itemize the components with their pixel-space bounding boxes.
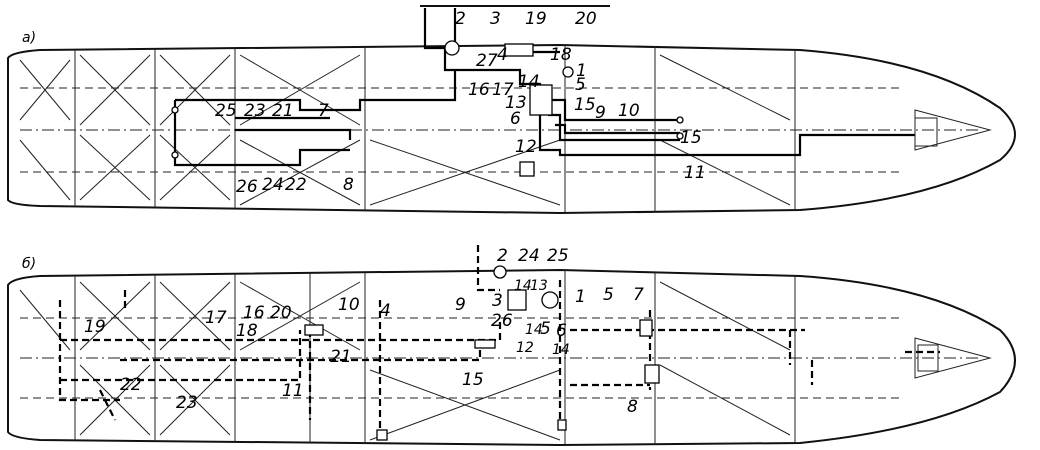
label: 12 bbox=[516, 340, 534, 356]
label: 14 bbox=[552, 342, 570, 358]
label: 26 bbox=[236, 177, 258, 197]
label: 3 bbox=[492, 291, 503, 311]
label: 12 bbox=[515, 137, 537, 157]
label: 21 bbox=[272, 101, 294, 121]
label: 16 bbox=[243, 303, 265, 323]
label: 22 bbox=[285, 175, 307, 195]
bow-box-a bbox=[914, 117, 938, 147]
label: 1 bbox=[575, 287, 586, 307]
label: 2 bbox=[455, 9, 466, 29]
label: 15 bbox=[680, 128, 702, 148]
bulkheads-a bbox=[20, 45, 980, 213]
label: 5 bbox=[575, 75, 586, 95]
view-b-labels: 2 24 25 14 13 3 1 5 7 19 17 18 16 20 10 … bbox=[84, 246, 644, 417]
label: 27 bbox=[476, 51, 498, 71]
label: 16 bbox=[468, 80, 490, 100]
label: 23 bbox=[244, 101, 266, 121]
label: 18 bbox=[550, 45, 572, 65]
label: 13 bbox=[505, 93, 527, 113]
label: 11 bbox=[684, 163, 706, 183]
pipelines-b bbox=[58, 245, 940, 441]
label: 8 bbox=[627, 397, 638, 417]
view-a-caption: а) bbox=[22, 30, 36, 46]
label: 19 bbox=[84, 317, 106, 337]
label: 24 bbox=[518, 246, 540, 266]
label: 14 bbox=[514, 278, 532, 294]
label: 4 bbox=[497, 45, 508, 65]
label: 25 bbox=[215, 101, 237, 121]
label: 8 bbox=[343, 175, 354, 195]
label: 9 bbox=[455, 295, 466, 315]
bow-box-b bbox=[917, 344, 939, 372]
label: 15 bbox=[462, 370, 484, 390]
label: 17 bbox=[205, 308, 227, 328]
label: 9 bbox=[595, 103, 606, 123]
view-a: а) 2 3 19 20 27 4 18 1 16 17 14 5 25 23 … bbox=[7, 5, 1016, 215]
hull-outline-b bbox=[7, 268, 1016, 447]
label: 20 bbox=[575, 9, 597, 29]
label: 26 bbox=[491, 311, 513, 331]
pipelines-a bbox=[171, 8, 915, 177]
bow-fitting-b bbox=[914, 337, 992, 379]
label: 10 bbox=[338, 295, 360, 315]
label: 11 bbox=[282, 381, 304, 401]
label: 17 bbox=[492, 80, 514, 100]
hatch-crosses-b bbox=[19, 281, 791, 441]
view-b-caption: б) bbox=[22, 256, 36, 272]
label: 24 bbox=[262, 175, 284, 195]
label: 18 bbox=[236, 321, 258, 341]
label: 10 bbox=[618, 101, 640, 121]
view-b: б) 2 24 25 14 13 3 1 5 7 19 17 18 16 20 … bbox=[7, 245, 1016, 447]
label: 13 bbox=[530, 278, 548, 294]
label: 14 bbox=[525, 322, 543, 338]
label: 21 bbox=[330, 347, 352, 367]
bulkheads-b bbox=[20, 270, 980, 445]
label: 6 bbox=[556, 321, 567, 341]
label: 23 bbox=[176, 393, 198, 413]
hatch-crosses-a bbox=[19, 54, 791, 206]
label: 15 bbox=[574, 95, 596, 115]
hull-outline-a bbox=[7, 43, 1016, 215]
label: 7 bbox=[318, 101, 329, 121]
label: 5 bbox=[603, 285, 614, 305]
label: 4 bbox=[380, 301, 391, 321]
label: 1 bbox=[576, 61, 587, 81]
label: 5 bbox=[540, 319, 551, 339]
label: 7 bbox=[633, 285, 644, 305]
view-a-labels: 2 3 19 20 27 4 18 1 16 17 14 5 25 23 21 … bbox=[215, 9, 706, 197]
label: 14 bbox=[518, 72, 540, 92]
label: 22 bbox=[120, 375, 142, 395]
label: 20 bbox=[270, 303, 292, 323]
label: 3 bbox=[490, 9, 501, 29]
label: 6 bbox=[510, 109, 521, 129]
label: 25 bbox=[547, 246, 569, 266]
label: 19 bbox=[525, 9, 547, 29]
label: 2 bbox=[497, 246, 508, 266]
